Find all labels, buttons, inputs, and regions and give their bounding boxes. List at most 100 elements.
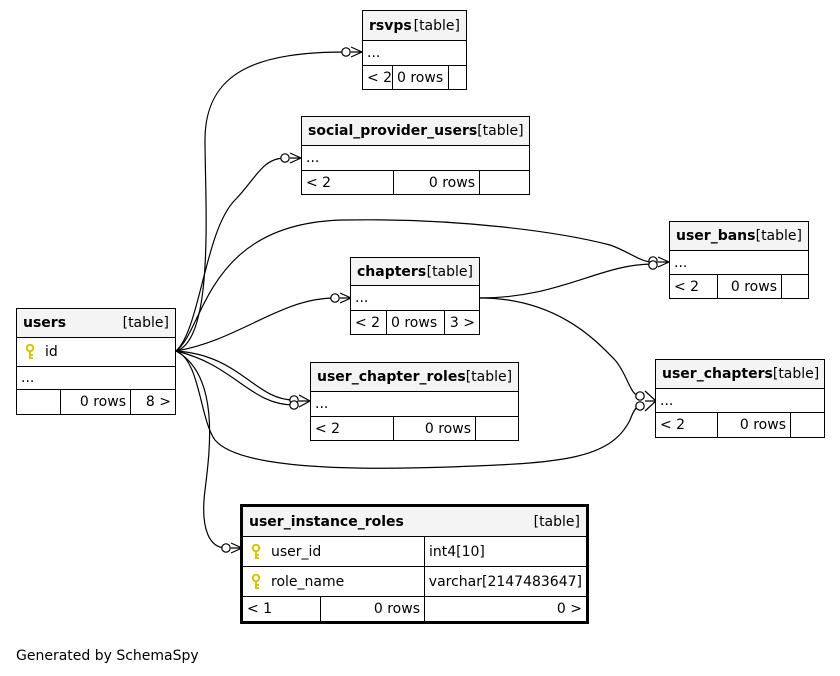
edge-users-chapters bbox=[175, 297, 336, 352]
generated-by-footer: Generated by SchemaSpy bbox=[16, 648, 199, 664]
parents-link[interactable]: < 2 bbox=[302, 171, 394, 194]
table-header: chapters [table] bbox=[351, 258, 479, 286]
edge-end-circle bbox=[221, 543, 231, 553]
table-name[interactable]: user_instance_roles bbox=[249, 513, 404, 530]
edge-end-circle bbox=[330, 293, 340, 303]
table-user-chapters[interactable]: user_chapters [table] ... < 2 0 rows bbox=[655, 359, 825, 438]
columns-ellipsis: ... bbox=[302, 146, 529, 171]
edge-end-circle bbox=[280, 153, 290, 163]
table-footer: < 2 0 rows bbox=[363, 66, 466, 89]
column-name: user_id bbox=[271, 543, 322, 560]
row-count: 0 rows bbox=[394, 171, 480, 194]
crowfoot bbox=[657, 256, 671, 268]
table-footer: < 2 0 rows bbox=[302, 171, 529, 194]
edge-end-circle bbox=[341, 47, 351, 57]
table-name[interactable]: user_chapters bbox=[662, 366, 773, 382]
row-count: 0 rows bbox=[321, 597, 425, 621]
table-header: social_provider_users [table] bbox=[302, 117, 529, 146]
table-type: [table] bbox=[755, 228, 802, 244]
edge-users-user-chapter-roles-1 bbox=[175, 350, 295, 401]
edge-end-circle bbox=[648, 260, 658, 270]
table-header: user_chapter_roles [table] bbox=[311, 363, 518, 392]
columns-ellipsis: ... bbox=[656, 389, 824, 413]
edge-users-social-provider-users bbox=[175, 157, 286, 352]
edge-end-circle bbox=[635, 401, 645, 411]
column-row: role_name varchar[2147483647] bbox=[243, 567, 586, 597]
table-name[interactable]: chapters bbox=[357, 263, 427, 280]
edge-users-user-chapters bbox=[175, 350, 641, 469]
children-link[interactable] bbox=[449, 66, 466, 89]
table-type: [table] bbox=[465, 369, 513, 385]
children-link[interactable] bbox=[791, 413, 824, 437]
row-count: 0 rows bbox=[394, 417, 476, 440]
column-row: id bbox=[17, 338, 175, 367]
primary-key-icon bbox=[25, 344, 39, 360]
table-name[interactable]: user_bans bbox=[676, 228, 756, 244]
children-link[interactable] bbox=[476, 417, 518, 440]
table-footer: < 2 0 rows 3 > bbox=[351, 311, 479, 334]
row-count: 0 rows bbox=[61, 390, 131, 414]
column-type: varchar[2147483647] bbox=[428, 573, 582, 590]
crowfoot bbox=[289, 152, 303, 164]
table-user-instance-roles[interactable]: user_instance_roles [table] user_id int4… bbox=[240, 504, 589, 624]
table-footer: < 2 0 rows bbox=[311, 417, 518, 440]
table-type: [table] bbox=[533, 513, 580, 530]
table-user-chapter-roles[interactable]: user_chapter_roles [table] ... < 2 0 row… bbox=[310, 362, 519, 441]
columns-ellipsis: ... bbox=[363, 41, 466, 66]
children-link[interactable] bbox=[782, 275, 808, 298]
children-link[interactable]: 3 > bbox=[449, 314, 475, 331]
edge-chapters-user-chapters bbox=[479, 297, 641, 397]
table-user-bans[interactable]: user_bans [table] ... < 2 0 rows bbox=[669, 221, 809, 299]
table-type: [table] bbox=[772, 366, 820, 382]
row-count: 0 rows bbox=[718, 413, 791, 437]
crowfoot bbox=[298, 394, 312, 408]
table-type: [table] bbox=[413, 17, 460, 34]
table-users[interactable]: users [table] id ... 0 rows 8 > bbox=[16, 308, 176, 415]
column-name-cell: user_id bbox=[243, 537, 425, 566]
columns-ellipsis: ... bbox=[670, 251, 808, 275]
table-header: user_instance_roles [table] bbox=[243, 507, 586, 537]
children-link[interactable]: 0 > bbox=[556, 601, 582, 617]
ellipsis-text: ... bbox=[355, 290, 369, 306]
edge-users-user-instance-roles bbox=[175, 350, 227, 549]
table-footer: < 2 0 rows bbox=[670, 275, 808, 298]
parents-link[interactable]: < 2 bbox=[311, 417, 394, 440]
table-name[interactable]: social_provider_users bbox=[308, 123, 478, 139]
primary-key-icon bbox=[251, 543, 265, 560]
parents-link[interactable]: < 2 bbox=[656, 413, 718, 437]
row-count: 0 rows bbox=[393, 66, 449, 89]
column-name-cell: role_name bbox=[243, 567, 425, 596]
parents-link[interactable]: < 2 bbox=[670, 275, 718, 298]
ellipsis-text: ... bbox=[660, 392, 674, 409]
table-header: users [table] bbox=[17, 309, 175, 338]
parents-link[interactable] bbox=[17, 390, 61, 414]
ellipsis-text: ... bbox=[674, 254, 688, 271]
table-header: user_bans [table] bbox=[670, 222, 808, 251]
table-chapters[interactable]: chapters [table] ... < 2 0 rows 3 > bbox=[350, 257, 480, 335]
table-footer: 0 rows 8 > bbox=[17, 390, 175, 414]
row-count: 0 rows bbox=[718, 275, 782, 298]
ellipsis-text: ... bbox=[21, 370, 35, 386]
crowfoot bbox=[350, 46, 364, 58]
children-link[interactable]: 8 > bbox=[145, 394, 171, 410]
table-header: user_chapters [table] bbox=[656, 360, 824, 389]
table-header: rsvps [table] bbox=[363, 11, 466, 41]
row-count: 0 rows bbox=[387, 311, 445, 334]
table-footer: < 2 0 rows bbox=[656, 413, 824, 437]
table-rsvps[interactable]: rsvps [table] ... < 2 0 rows bbox=[362, 10, 467, 90]
parents-link[interactable]: < 2 bbox=[351, 311, 387, 334]
table-name[interactable]: users bbox=[23, 315, 67, 331]
columns-ellipsis: ... bbox=[17, 367, 175, 390]
table-social-provider-users[interactable]: social_provider_users [table] ... < 2 0 … bbox=[301, 116, 530, 195]
table-name[interactable]: user_chapter_roles bbox=[317, 369, 466, 385]
table-name[interactable]: rsvps bbox=[369, 17, 412, 34]
parents-link[interactable]: < 2 bbox=[363, 66, 393, 89]
column-type: int4[10] bbox=[429, 543, 485, 560]
edge-users-user-chapter-roles-2 bbox=[175, 350, 295, 406]
children-link[interactable] bbox=[480, 171, 529, 194]
table-footer: < 1 0 rows 0 > bbox=[243, 597, 586, 621]
edge-end-circle bbox=[289, 400, 299, 410]
parents-link[interactable]: < 1 bbox=[243, 597, 321, 621]
edge-users-user-bans bbox=[175, 219, 654, 352]
